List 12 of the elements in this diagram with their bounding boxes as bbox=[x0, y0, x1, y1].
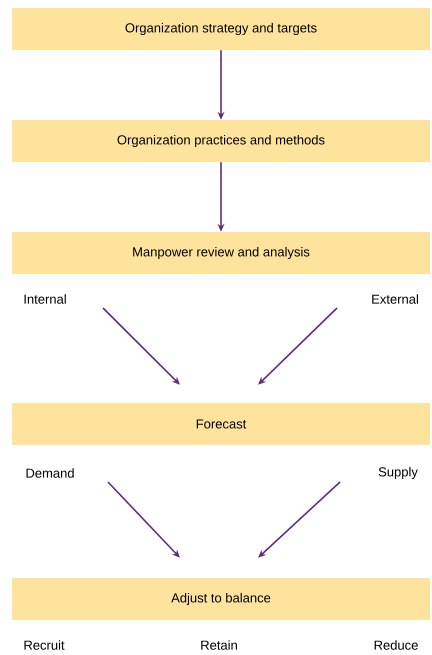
action-label: Recruit bbox=[24, 640, 64, 650]
action-label: Reduce bbox=[374, 640, 418, 650]
factor-label: External bbox=[372, 294, 418, 304]
action-label: Retain bbox=[201, 640, 237, 650]
process-box: Organization strategy and targets bbox=[12, 8, 430, 50]
process-box: Manpower review and analysis bbox=[12, 232, 430, 274]
process-box: Adjust to balance bbox=[12, 578, 430, 620]
factor-label: Demand bbox=[26, 468, 74, 478]
process-box: Organization practices and methods bbox=[12, 120, 430, 162]
process-box: Forecast bbox=[12, 403, 430, 445]
factor-label: Internal bbox=[24, 294, 66, 304]
factor-label: Supply bbox=[378, 466, 418, 480]
